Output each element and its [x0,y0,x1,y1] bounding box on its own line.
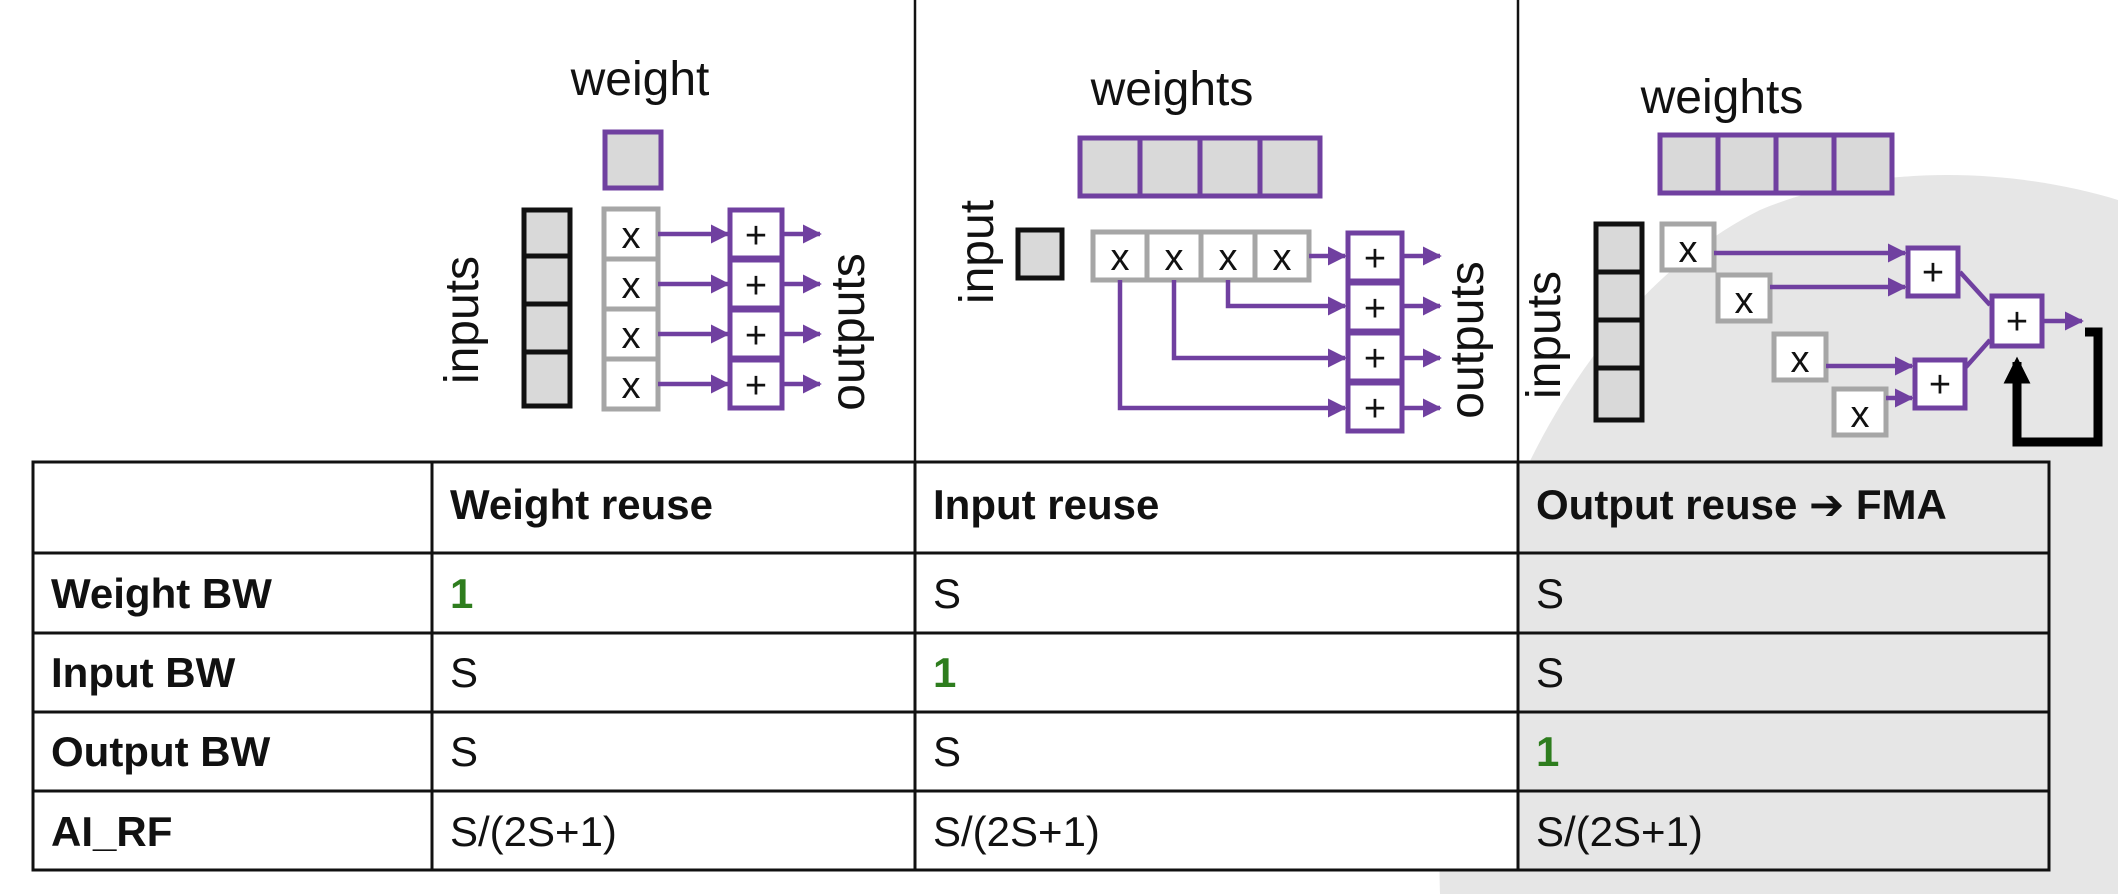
inputs-label: inputs [436,256,489,384]
multiplier-diagonal: x x x x [1659,221,1889,438]
multiplier-row: x x x x [1090,229,1312,283]
svg-text:+: + [745,365,767,407]
inputs-vector [521,207,573,409]
svg-text:+: + [1922,252,1944,294]
output-arrows [782,224,822,394]
weights-label: weights [1090,63,1254,116]
svg-text:+: + [745,215,767,257]
svg-text:+: + [745,315,767,357]
svg-text:x: x [622,215,641,257]
weight-label: weight [570,53,710,106]
svg-text:+: + [1364,238,1386,280]
adder-column-2: + + + + [1345,230,1405,434]
cell-weight-bw-weight-reuse: 1 [450,570,473,617]
cell-weight-bw-input-reuse: S [933,570,961,617]
cell-output-bw-weight-reuse: S [450,728,478,775]
svg-text:x: x [1679,229,1698,271]
mult-to-add-arrows [658,224,730,394]
cell-input-bw-input-reuse: 1 [933,649,956,696]
weights-vector [1077,135,1323,199]
cell-input-bw-output-reuse: S [1536,649,1564,696]
outputs-label: outputs [822,253,875,410]
svg-text:x: x [622,315,641,357]
cell-ai-rf-weight-reuse: S/(2S+1) [450,808,617,855]
outputs-label-2: outputs [1441,261,1494,418]
mult-to-add-arrows-2 [1117,246,1347,418]
inputs-label-3: inputs [1518,271,1571,399]
output-arrows-2 [1402,246,1442,418]
svg-text:x: x [622,265,641,307]
svg-text:x: x [1735,280,1754,322]
weight-cell [602,129,664,191]
weights-label-3: weights [1640,71,1804,124]
header-input-reuse: Input reuse [933,481,1159,528]
input-cell [1015,227,1065,281]
svg-text:x: x [1111,237,1130,279]
feedback-loop-arrow [2003,327,2103,447]
svg-text:+: + [745,265,767,307]
adder-tree: + + + [1905,245,2045,411]
svg-text:+: + [1364,388,1386,430]
svg-text:+: + [1929,364,1951,406]
svg-text:x: x [1165,237,1184,279]
svg-text:+: + [2006,301,2028,343]
cell-output-bw-output-reuse: 1 [1536,728,1559,775]
cell-output-bw-input-reuse: S [933,728,961,775]
cell-ai-rf-output-reuse: S/(2S+1) [1536,808,1703,855]
output-reuse-diagram: weights inputs x x x x [1518,71,2103,447]
svg-text:x: x [1273,237,1292,279]
svg-text:x: x [1851,394,1870,436]
header-output-reuse: Output reuse ➔ FMA [1536,481,1947,528]
cell-input-bw-weight-reuse: S [450,649,478,696]
input-reuse-diagram: weights input x x x x [951,63,1494,434]
weight-reuse-diagram: weight inputs x x x x [436,53,875,412]
adder-column: + + + + [727,207,785,411]
svg-text:+: + [1364,288,1386,330]
svg-text:x: x [1791,339,1810,381]
weights-vector-3 [1657,132,1895,196]
svg-text:x: x [622,365,641,407]
header-weight-reuse: Weight reuse [450,481,713,528]
cell-ai-rf-input-reuse: S/(2S+1) [933,808,1100,855]
multiplier-column: x x x x [601,206,661,412]
row-label-input-bw: Input BW [51,649,236,696]
svg-text:x: x [1219,237,1238,279]
row-label-weight-bw: Weight BW [51,570,272,617]
reuse-table: Weight reuse Input reuse Output reuse ➔ … [31,460,2051,872]
input-label: input [951,200,1004,304]
inputs-vector-3 [1593,221,1645,423]
cell-weight-bw-output-reuse: S [1536,570,1564,617]
svg-text:+: + [1364,338,1386,380]
row-label-ai-rf: AI_RF [51,808,172,855]
row-label-output-bw: Output BW [51,728,271,775]
mult-to-add-arrows-3 [1714,243,2084,408]
